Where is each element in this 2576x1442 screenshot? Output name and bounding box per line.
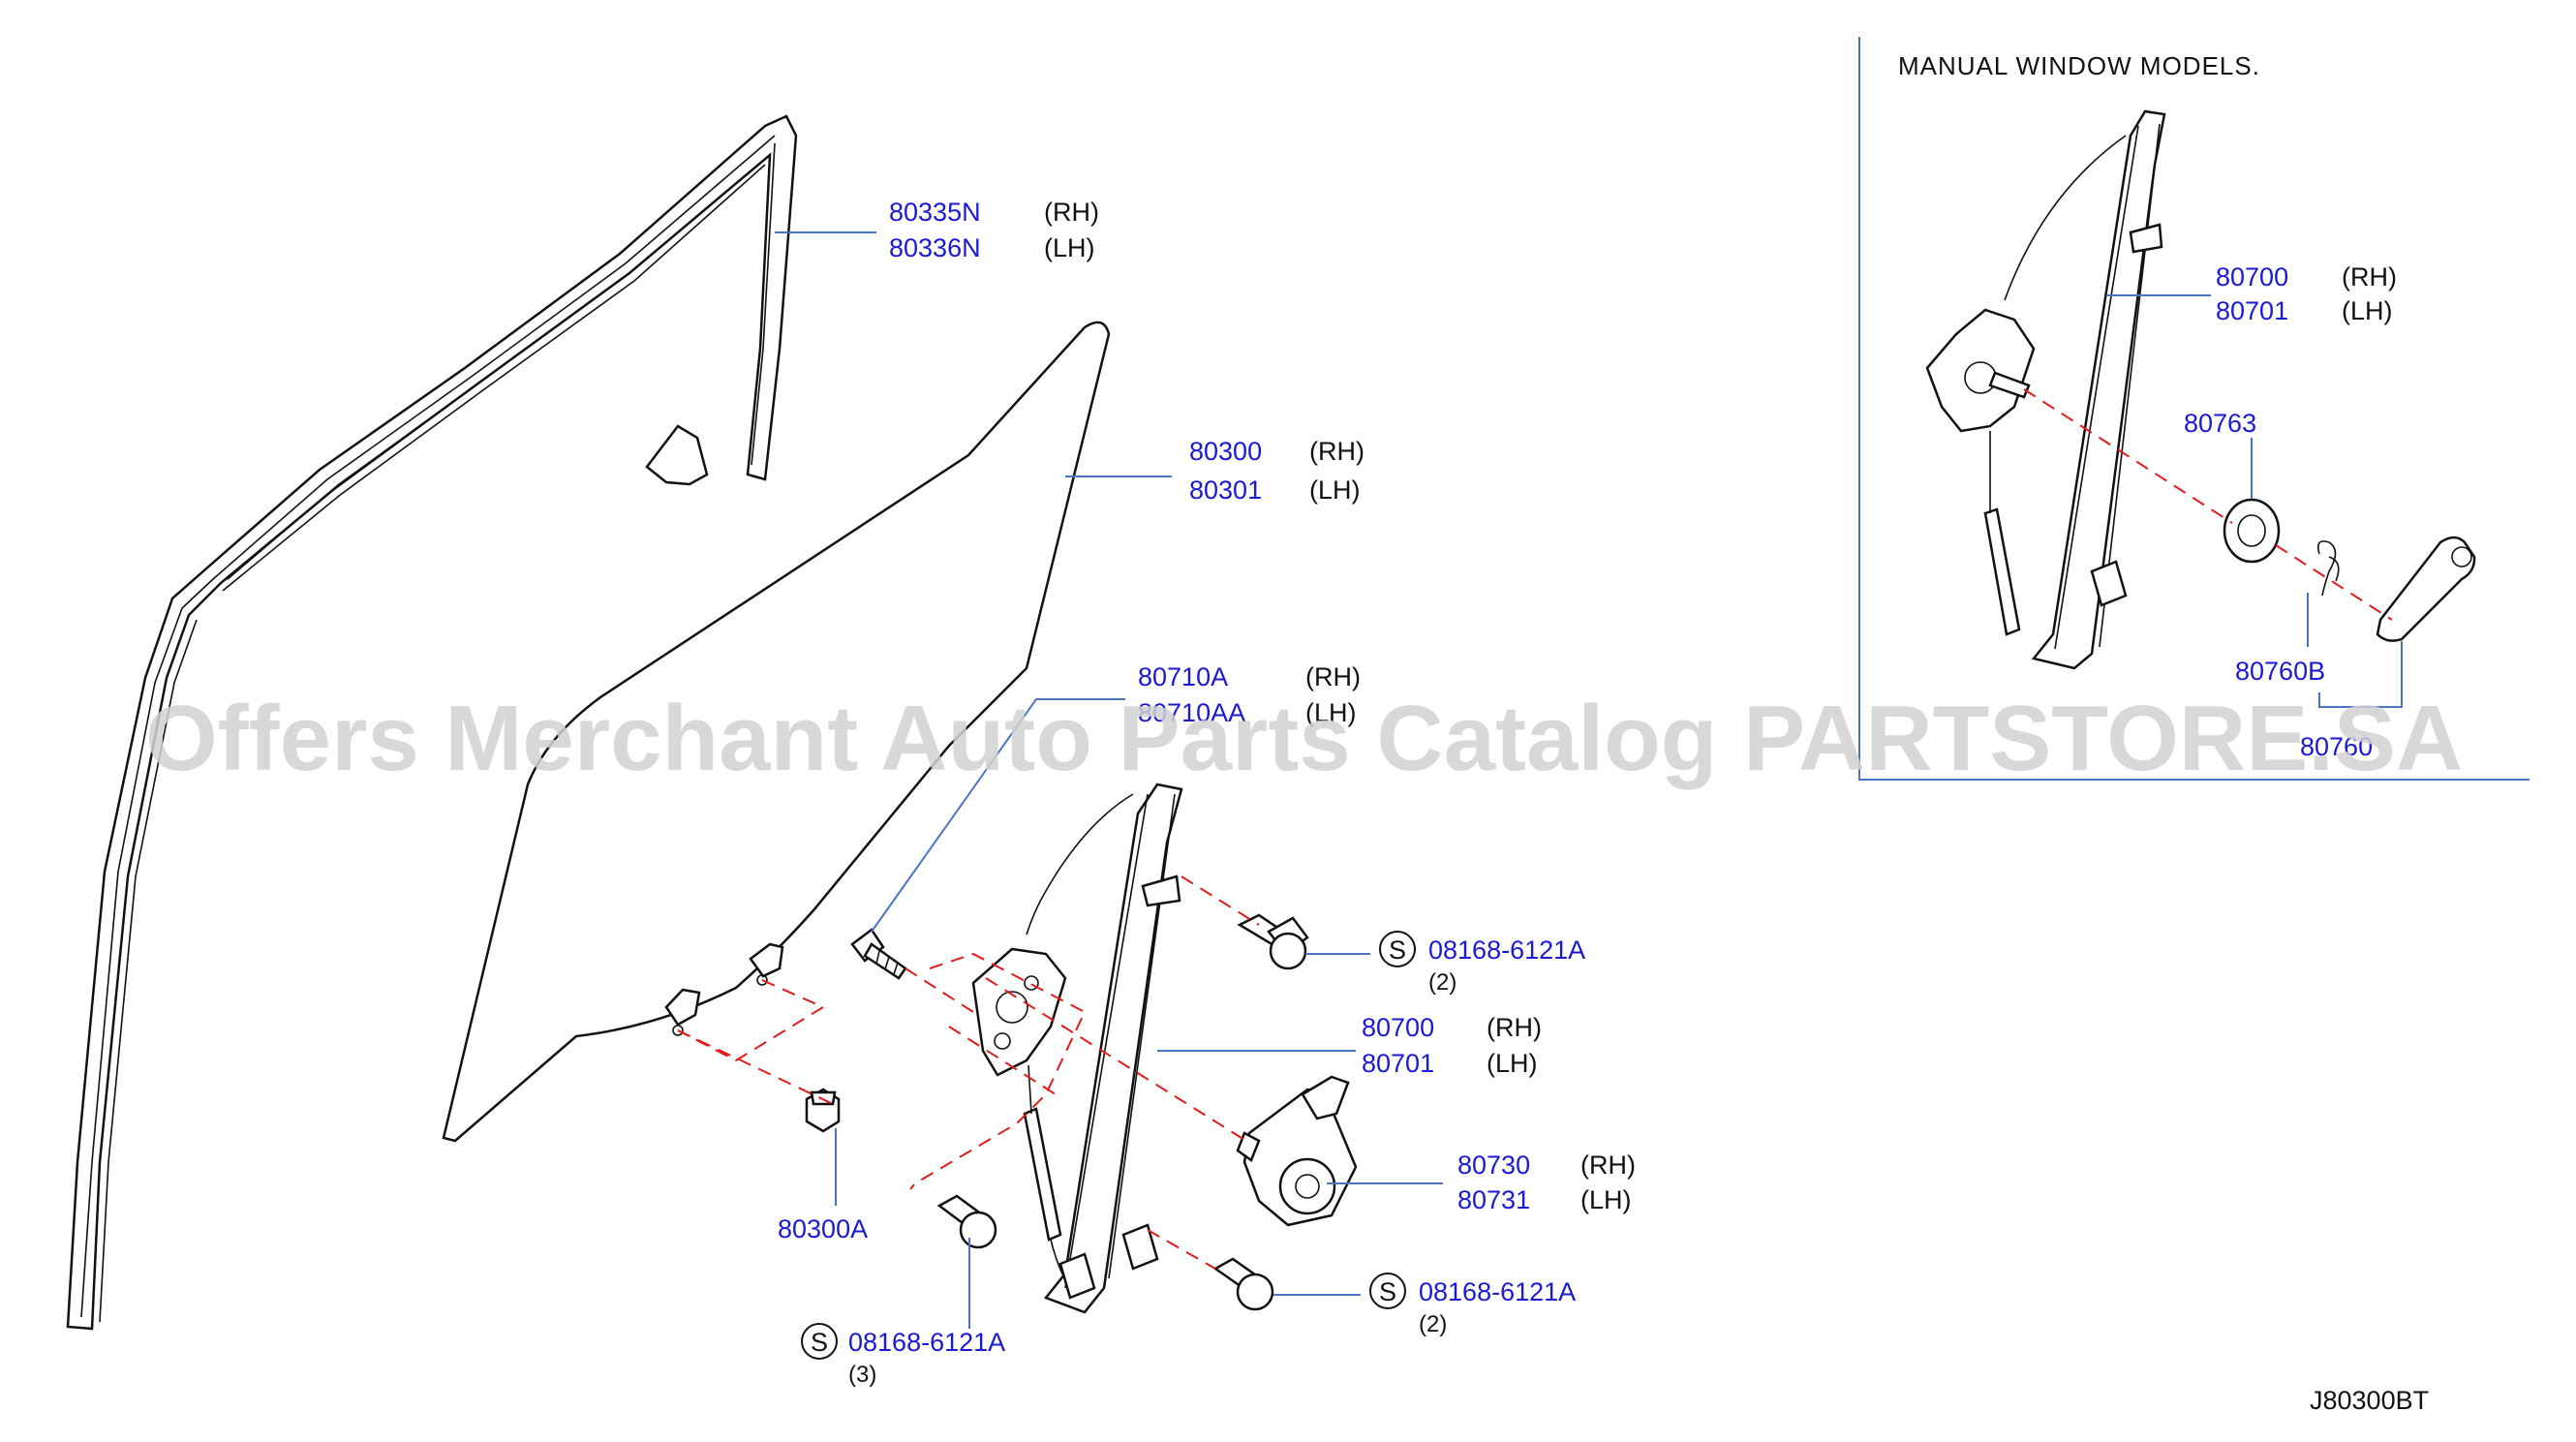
window-regulator-main (971, 782, 1183, 1314)
side-label: (LH) (1309, 476, 1361, 505)
bolt-80300a (805, 1088, 841, 1133)
quantity: (2) (1428, 969, 1457, 996)
callout-80700: 80700 (RH) (1362, 1013, 1542, 1042)
screw-callout-lower-right: S 08168-6121A (2) (1369, 1273, 1576, 1337)
part-number: 80335N (889, 198, 981, 227)
callout-80760b: 80760B (2235, 657, 2325, 686)
side-label: (LH) (1305, 698, 1357, 727)
quantity: (3) (848, 1362, 876, 1388)
side-label: (RH) (1309, 437, 1365, 466)
side-label: (RH) (1044, 198, 1099, 227)
part-number: 80300A (778, 1214, 868, 1243)
part-number: 80710AA (1138, 698, 1245, 727)
part-number: 80731 (1457, 1185, 1530, 1214)
leader-lines (775, 231, 2403, 1329)
side-label: (LH) (2342, 296, 2393, 325)
side-label: (LH) (1044, 233, 1095, 262)
part-number: 80301 (1189, 476, 1262, 505)
part-number: 80336N (889, 233, 981, 262)
watermark: Offers Merchant Auto Parts Catalog PARTS… (145, 687, 2463, 790)
callout-80763: 80763 (2184, 409, 2256, 438)
callout-80730: 80730 (RH) (1457, 1151, 1636, 1180)
callout-80301: 80301 (LH) (1189, 476, 1361, 505)
part-number: 80760 (2300, 732, 2373, 761)
callout-80731: 80731 (LH) (1457, 1185, 1632, 1214)
part-number: 80730 (1457, 1151, 1530, 1180)
part-number: 80760B (2235, 657, 2325, 686)
callout-inset-80700: 80700 (RH) (2216, 262, 2397, 291)
part-number: 08168-6121A (1428, 936, 1585, 965)
side-label: (RH) (1487, 1013, 1542, 1042)
screw-lower-left (936, 1194, 997, 1249)
inset-title: MANUAL WINDOW MODELS. (1898, 51, 2260, 80)
side-label: (LH) (1580, 1185, 1632, 1214)
part-number: 80700 (1362, 1013, 1434, 1042)
screw-callout-upper: S 08168-6121A (2) (1379, 931, 1585, 996)
callout-inset-80701: 80701 (LH) (2216, 296, 2393, 325)
side-label: (RH) (2342, 262, 2397, 291)
screw-lower-right (1212, 1257, 1274, 1311)
callout-80300: 80300 (RH) (1189, 437, 1365, 466)
screw-callout-lower-left: S 08168-6121A (3) (801, 1323, 1005, 1388)
side-label: (RH) (1305, 662, 1361, 691)
callout-80710aa: 80710AA (LH) (1138, 698, 1357, 727)
part-number: 80701 (1362, 1049, 1434, 1078)
part-number: 80710A (1138, 662, 1228, 691)
door-glass (442, 321, 1111, 1143)
part-number: 80701 (2216, 296, 2288, 325)
s-symbol: S (1389, 936, 1406, 965)
callout-80760: 80760 (2300, 732, 2373, 761)
side-label: (RH) (1580, 1151, 1636, 1180)
side-label: (LH) (1487, 1049, 1538, 1078)
bolt-80710a (850, 928, 907, 980)
part-number: 80700 (2216, 262, 2288, 291)
glass-run-channel (66, 114, 798, 1331)
part-number: 80763 (2184, 409, 2256, 438)
callout-80710a: 80710A (RH) (1138, 662, 1361, 691)
part-number: 08168-6121A (1419, 1277, 1576, 1306)
s-symbol: S (1379, 1277, 1396, 1306)
part-number: 80300 (1189, 437, 1262, 466)
callout-80300a: 80300A (778, 1214, 868, 1243)
inset-manual-window: MANUAL WINDOW MODELS. (1858, 37, 2530, 781)
window-motor (1236, 1075, 1358, 1227)
assembly-lines-main (677, 875, 1260, 1270)
s-symbol: S (811, 1328, 828, 1357)
callout-80701: 80701 (LH) (1362, 1049, 1538, 1078)
diagram-id: J80300BT (2310, 1386, 2429, 1415)
screw-upper (1237, 913, 1309, 970)
callout-80335n: 80335N (RH) (889, 198, 1099, 227)
callout-80336n: 80336N (LH) (889, 233, 1095, 262)
quantity: (2) (1419, 1311, 1447, 1337)
part-number: 08168-6121A (848, 1328, 1005, 1357)
